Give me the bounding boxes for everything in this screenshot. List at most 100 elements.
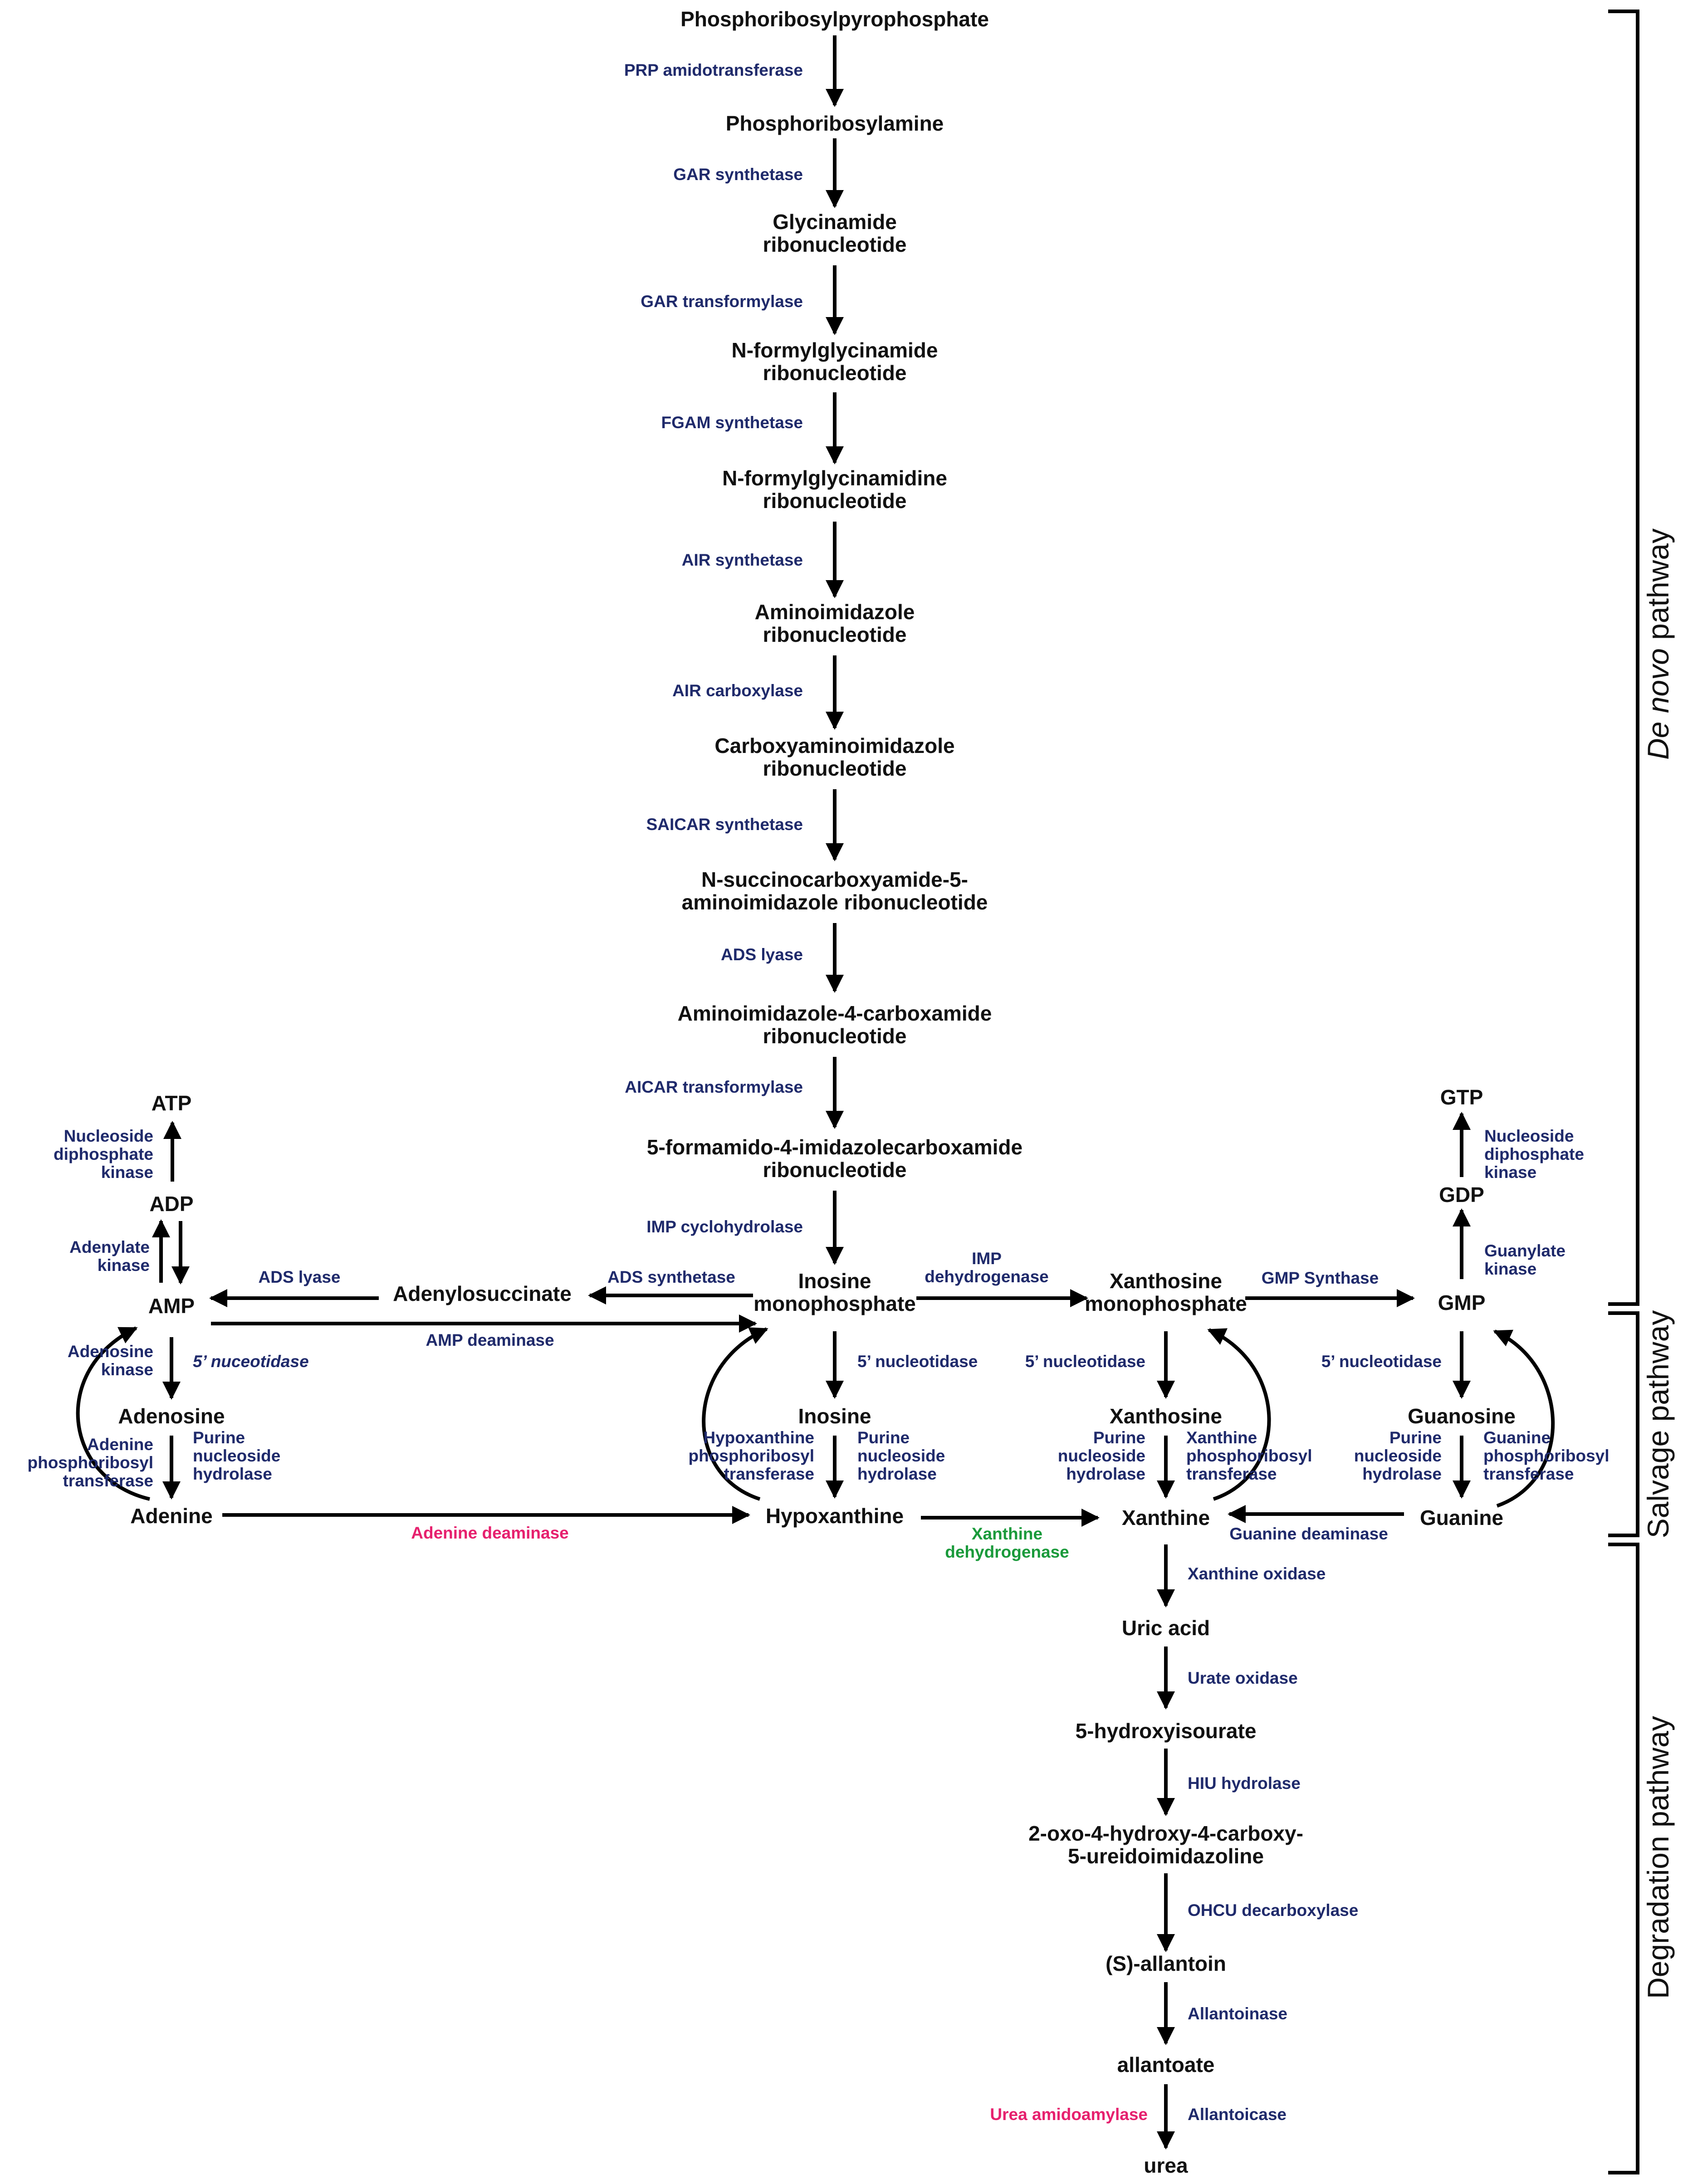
enzyme-allantoinase: Allantoinase <box>1188 2004 1287 2023</box>
enzyme-adenylate-kinase: Adenylate kinase <box>69 1238 150 1275</box>
compound-guanosine: Guanosine <box>1408 1404 1516 1428</box>
compound-aicar: Aminoimidazole-4-carboxamide ribonucleot… <box>678 1002 992 1047</box>
enzyme-adenine-prt: Adenine phosphoribosyl transferase <box>28 1436 154 1490</box>
enzyme-5-nucleotidase-amp: 5’ nuceotidase <box>193 1352 309 1371</box>
label-de-novo-italic: De novo <box>1641 648 1675 760</box>
compound-phosphoribosylamine: Phosphoribosylamine <box>725 112 944 135</box>
compound-fgar: N-formylglycinamide ribonucleotide <box>732 339 938 384</box>
compound-gtp: GTP <box>1440 1085 1483 1109</box>
enzyme-adenine-prt-line2: phosphoribosyl <box>27 1453 154 1472</box>
compound-fgam: N-formylglycinamidine ribonucleotide <box>722 467 947 512</box>
compound-aicar-line2: ribonucleotide <box>763 1024 907 1048</box>
enzyme-imp-dehydrogenase-line2: dehydrogenase <box>925 1267 1049 1286</box>
compound-xmp: Xanthosine monophosphate <box>1085 1270 1247 1315</box>
compound-gmp: GMP <box>1438 1291 1486 1314</box>
enzyme-gar-transformylase: GAR transformylase <box>641 292 803 311</box>
arrow-guanine-gmp-curve <box>1493 1329 1555 1508</box>
bracket-de-novo <box>1608 10 1639 1306</box>
enzyme-ndk-atp-line1: Nucleoside <box>64 1127 153 1145</box>
enzyme-hprt-line3: transferase <box>724 1464 814 1483</box>
enzyme-pnh-adenosine-line1: Purine <box>193 1428 245 1447</box>
enzyme-ads-lyase-main: ADS lyase <box>721 945 803 964</box>
enzyme-allantoicase: Allantoicase <box>1188 2105 1287 2124</box>
enzyme-hprt: Hypoxanthine phosphoribosyl transferase <box>689 1429 815 1483</box>
enzyme-pnh-adenosine-line3: hydrolase <box>193 1464 272 1483</box>
compound-cair-line1: Carboxyaminoimidazole <box>714 734 955 757</box>
enzyme-adenosine-kinase-line2: kinase <box>101 1360 153 1379</box>
enzyme-amp-deaminase: AMP deaminase <box>426 1331 554 1349</box>
compound-adp: ADP <box>149 1192 194 1216</box>
bracket-salvage <box>1608 1311 1639 1537</box>
enzyme-imp-dehydrogenase: IMP dehydrogenase <box>925 1250 1048 1286</box>
compound-cair-line2: ribonucleotide <box>763 756 907 780</box>
enzyme-guanine-deaminase: Guanine deaminase <box>1229 1524 1388 1543</box>
enzyme-hprt-line2: phosphoribosyl <box>688 1446 815 1465</box>
compound-faicar-line1: 5-formamido-4-imidazolecarboxamide <box>646 1135 1023 1159</box>
enzyme-ohcu-decarboxylase: OHCU decarboxylase <box>1188 1901 1359 1920</box>
enzyme-saicar-synthetase: SAICAR synthetase <box>646 815 803 834</box>
compound-amp: AMP <box>148 1294 195 1318</box>
enzyme-gar-synthetase: GAR synthetase <box>673 165 803 184</box>
enzyme-xprt-line2: phosphoribosyl <box>1186 1446 1312 1465</box>
enzyme-air-carboxylase: AIR carboxylase <box>672 681 803 700</box>
enzyme-urea-amidoamylase: Urea amidoamylase <box>990 2105 1148 2124</box>
enzyme-ndk-atp-line3: kinase <box>101 1163 153 1182</box>
compound-gdp: GDP <box>1439 1183 1484 1207</box>
compound-aicar-line1: Aminoimidazole-4-carboxamide <box>677 1002 992 1025</box>
compound-imp-line2: monophosphate <box>753 1291 916 1315</box>
compound-fgam-line2: ribonucleotide <box>763 489 907 513</box>
compound-xmp-line1: Xanthosine <box>1110 1269 1222 1293</box>
compound-xmp-line2: monophosphate <box>1085 1291 1247 1315</box>
compound-xanthine: Xanthine <box>1121 1506 1210 1529</box>
enzyme-pnh-inosine-line3: hydrolase <box>857 1464 937 1483</box>
enzyme-xanthine-oxidase: Xanthine oxidase <box>1188 1564 1326 1583</box>
enzyme-ndk-gtp-line1: Nucleoside <box>1484 1127 1574 1145</box>
compound-faicar-line2: ribonucleotide <box>763 1158 907 1182</box>
enzyme-hiu-hydrolase: HIU hydrolase <box>1188 1774 1301 1793</box>
compound-cair: Carboxyaminoimidazole ribonucleotide <box>714 734 955 780</box>
enzyme-5-nucleotidase-xmp: 5’ nucleotidase <box>1025 1352 1145 1371</box>
bracket-degradation <box>1608 1543 1639 2174</box>
compound-saicar: N-succinocarboxyamide-5- aminoimidazole … <box>682 868 988 914</box>
enzyme-ndk-gtp: Nucleoside diphosphate kinase <box>1484 1127 1584 1182</box>
compound-imp: Inosine monophosphate <box>753 1270 916 1315</box>
enzyme-hprt-line1: Hypoxanthine <box>703 1428 814 1447</box>
enzyme-pnh-xanthosine-line1: Purine <box>1093 1428 1145 1447</box>
enzyme-ads-synthetase: ADS synthetase <box>607 1268 735 1286</box>
enzyme-gprt: Guanine phosphoribosyl transferase <box>1483 1429 1610 1483</box>
enzyme-imp-cyclohydrolase: IMP cyclohydrolase <box>646 1217 803 1236</box>
compound-saicar-line1: N-succinocarboxyamide-5- <box>701 868 968 891</box>
enzyme-guanylate-kinase-line1: Guanylate <box>1484 1241 1566 1260</box>
arrow-xanthine-xmp-curve <box>1207 1328 1271 1501</box>
compound-allantoate: allantoate <box>1117 2053 1215 2077</box>
arrow-adenine-amp-curve <box>76 1326 150 1501</box>
compound-adenine: Adenine <box>130 1504 213 1528</box>
compound-imp-line1: Inosine <box>798 1269 871 1293</box>
enzyme-prp-amidotransferase: PRP amidotransferase <box>624 61 803 79</box>
compound-air-line2: ribonucleotide <box>763 622 907 646</box>
enzyme-xprt-line3: transferase <box>1186 1464 1277 1483</box>
enzyme-ndk-atp: Nucleoside diphosphate kinase <box>54 1127 153 1182</box>
enzyme-gprt-line3: transferase <box>1483 1464 1574 1483</box>
enzyme-guanylate-kinase-line2: kinase <box>1484 1259 1537 1278</box>
enzyme-aicar-transformylase: AICAR transformylase <box>625 1078 803 1096</box>
enzyme-pnh-xanthosine-line3: hydrolase <box>1066 1464 1145 1483</box>
compound-uric-acid: Uric acid <box>1121 1616 1210 1640</box>
compound-adenosine: Adenosine <box>118 1404 225 1428</box>
compound-ohcu: 2-oxo-4-hydroxy-4-carboxy- 5-ureidoimida… <box>1028 1822 1303 1867</box>
enzyme-pnh-inosine-line1: Purine <box>857 1428 910 1447</box>
enzyme-ndk-atp-line2: diphosphate <box>54 1144 153 1163</box>
enzyme-xanthine-dehydrogenase-line1: Xanthine <box>971 1524 1043 1543</box>
enzyme-guanylate-kinase: Guanylate kinase <box>1484 1242 1566 1278</box>
compound-fgar-line2: ribonucleotide <box>763 361 907 385</box>
enzyme-adenine-deaminase: Adenine deaminase <box>411 1524 569 1542</box>
compound-xanthosine: Xanthosine <box>1110 1404 1222 1428</box>
enzyme-pnh-inosine-line2: nucleoside <box>857 1446 945 1465</box>
enzyme-adenylate-kinase-line1: Adenylate <box>69 1238 150 1256</box>
compound-ohcu-line2: 5-ureidoimidazoline <box>1068 1844 1264 1868</box>
enzyme-pnh-adenosine-line2: nucleoside <box>193 1446 281 1465</box>
label-degradation-pathway: Degradation pathway <box>1641 1716 1675 1999</box>
enzyme-pnh-adenosine: Purine nucleoside hydrolase <box>193 1429 280 1483</box>
enzyme-pnh-guanosine: Purine nucleoside hydrolase <box>1354 1429 1442 1483</box>
enzyme-ads-lyase: ADS lyase <box>258 1268 341 1286</box>
